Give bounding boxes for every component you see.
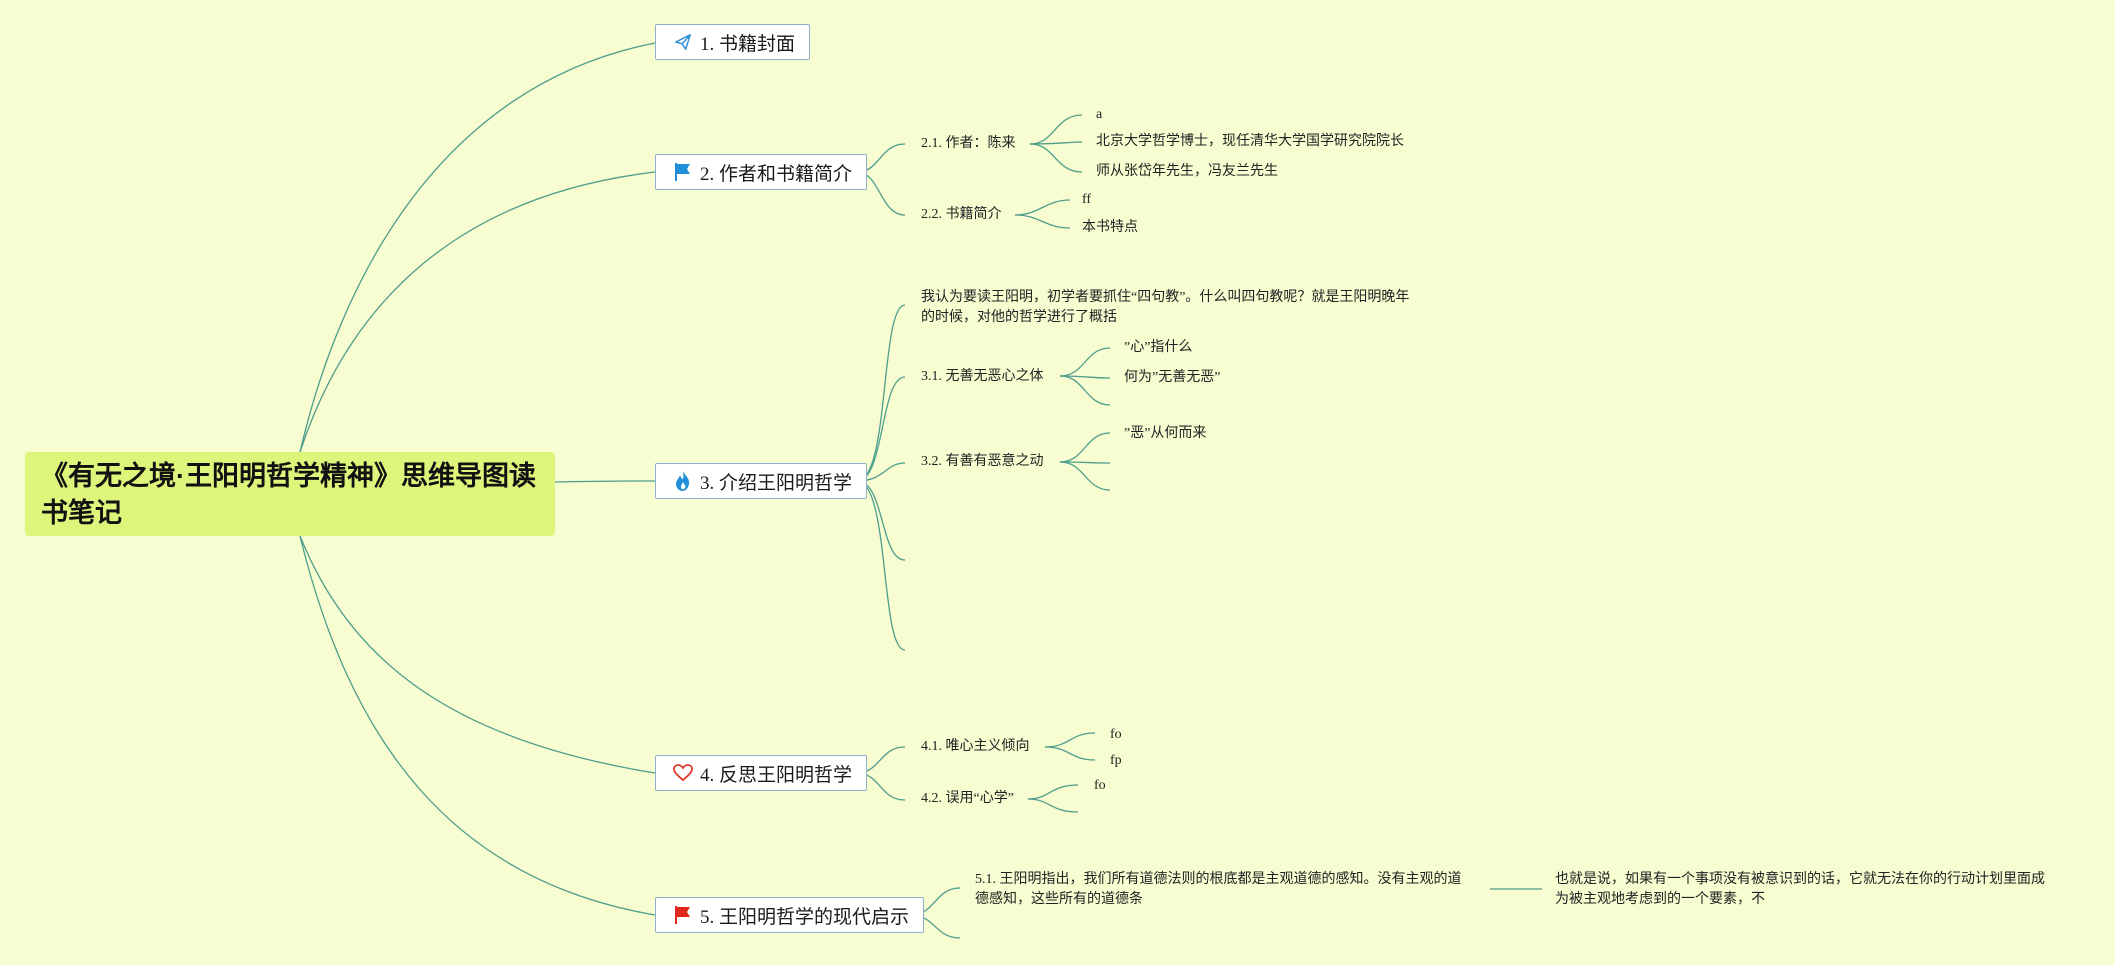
link-21-b xyxy=(1029,141,1083,145)
leaf-item[interactable]: fp xyxy=(1110,753,1122,768)
link-21-c xyxy=(1029,143,1083,173)
paper-plane-icon xyxy=(672,31,694,53)
root-topic[interactable]: 《有无之境·王阳明哲学精神》思维导图读书笔记 xyxy=(25,452,555,536)
leaf-item[interactable]: 本书特点 xyxy=(1082,220,1138,235)
leaf-item[interactable]: ff xyxy=(1082,192,1092,207)
branch-label: 5. 王阳明哲学的现代启示 xyxy=(700,906,910,928)
link-31-c xyxy=(1059,375,1111,406)
link-root-b2 xyxy=(299,171,656,453)
subtopic-author[interactable]: 2.1. 作者：陈来 xyxy=(921,136,1016,151)
link-41-b xyxy=(1044,746,1096,761)
leaf-item[interactable]: 师从张岱年先生，冯友兰先生 xyxy=(1096,164,1278,179)
branch-modern-insight[interactable]: 5. 王阳明哲学的现代启示 xyxy=(655,897,925,933)
branch-author-intro[interactable]: 2. 作者和书籍简介 xyxy=(655,154,868,190)
subtopic-3-1[interactable]: 3.1. 无善无恶心之体 xyxy=(921,369,1044,384)
leaf-item[interactable]: 北京大学哲学博士，现任清华大学国学研究院院长 xyxy=(1096,134,1404,149)
subtopic-4-1[interactable]: 4.1. 唯心主义倾向 xyxy=(921,739,1030,754)
link-42-b xyxy=(1027,798,1079,813)
branch-label: 3. 介绍王阳明哲学 xyxy=(700,472,853,494)
leaf-item[interactable]: 也就是说，如果有一个事项没有被意识到的话，它就无法在你的行动计划里面成为被主观地… xyxy=(1555,872,2045,907)
leaf-item[interactable]: 何为”无善无恶” xyxy=(1124,370,1221,385)
subtopic-3-2[interactable]: 3.2. 有善有恶意之动 xyxy=(921,454,1044,469)
link-32-a xyxy=(1059,432,1111,463)
flag-icon xyxy=(672,904,694,926)
branch-book-cover[interactable]: 1. 书籍封面 xyxy=(655,24,811,60)
subtopic-book-intro[interactable]: 2.2. 书籍简介 xyxy=(921,207,1002,222)
link-root-b5 xyxy=(299,535,656,916)
leaf-item[interactable]: ”心”指什么 xyxy=(1124,340,1193,355)
link-32-c xyxy=(1059,461,1111,491)
fire-icon xyxy=(672,470,694,492)
link-root-b3 xyxy=(554,480,656,483)
link-root-b1 xyxy=(299,42,656,453)
subtopic-5-1[interactable]: 5.1. 王阳明指出，我们所有道德法则的根底都是主观道德的感知。没有主观的道德感… xyxy=(975,872,1462,907)
branch-label: 4. 反思王阳明哲学 xyxy=(700,764,853,786)
leaf-item[interactable]: fo xyxy=(1110,727,1122,742)
link-31-a xyxy=(1059,347,1111,377)
branch-label: 1. 书籍封面 xyxy=(700,33,796,55)
branch-philosophy[interactable]: 3. 介绍王阳明哲学 xyxy=(655,463,868,499)
link-22-a xyxy=(1014,199,1071,216)
branch-label: 2. 作者和书籍简介 xyxy=(700,163,853,185)
link-22-b xyxy=(1014,214,1071,229)
heart-icon xyxy=(672,762,694,784)
link-b3-p xyxy=(856,304,906,482)
link-41-a xyxy=(1044,732,1096,748)
subtopic-4-2[interactable]: 4.2. 误用“心学” xyxy=(921,791,1014,806)
link-b3-e2 xyxy=(856,480,906,651)
leaf-item[interactable]: a xyxy=(1096,107,1103,122)
leaf-item[interactable]: ”恶”从何而来 xyxy=(1124,426,1207,441)
subtopic-four-sentences[interactable]: 我认为要读王阳明，初学者要抓住“四句教”。什么叫四句教呢？就是王阳明晚年的时候，… xyxy=(921,290,1410,325)
link-42-a xyxy=(1027,784,1079,800)
leaf-item[interactable]: fo xyxy=(1094,778,1106,793)
branch-reflection[interactable]: 4. 反思王阳明哲学 xyxy=(655,755,868,791)
link-21-a xyxy=(1029,114,1083,145)
link-root-b4 xyxy=(299,535,656,774)
flag-icon xyxy=(672,161,694,183)
